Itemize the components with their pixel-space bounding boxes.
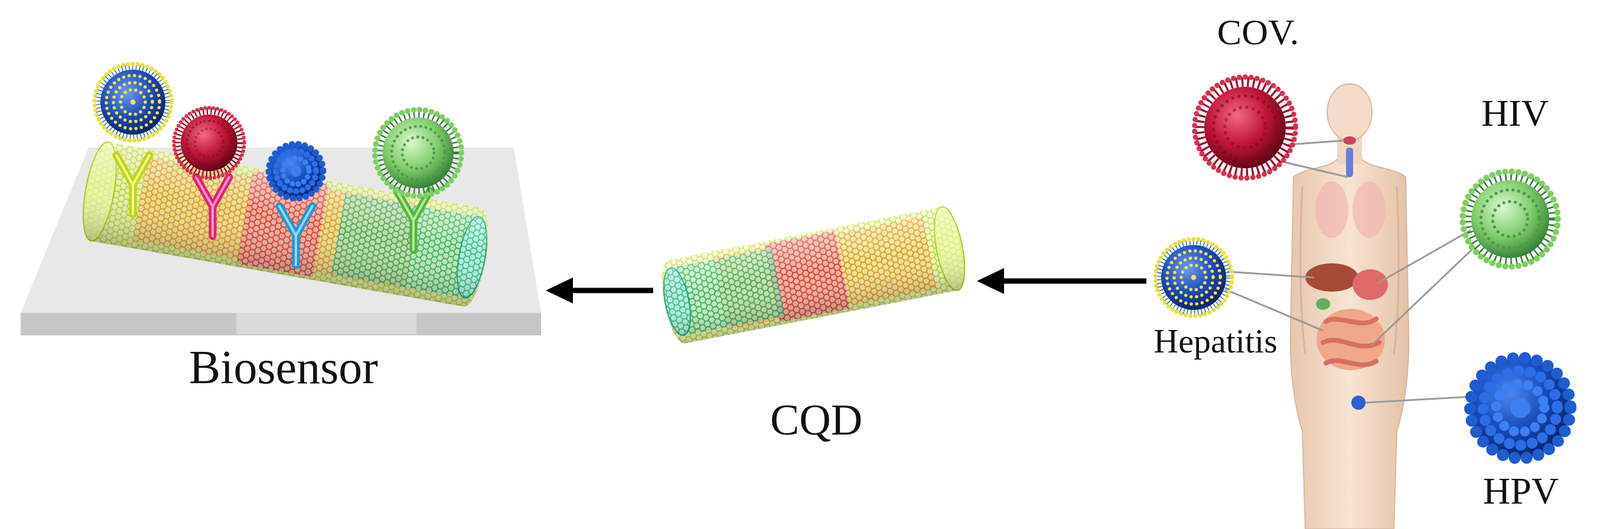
virus-icon — [1155, 76, 1571, 459]
illustration-node: Hepatitis — [1148, 239, 1288, 367]
node-label: CQD — [770, 395, 863, 446]
arrow-line — [567, 288, 654, 294]
node-label: HIV — [1481, 91, 1549, 136]
flow-arrow — [545, 277, 654, 304]
antibody — [116, 155, 150, 215]
bound-virus — [94, 63, 462, 199]
cqd-nanotube — [656, 204, 971, 346]
illustration-node: Biosensor — [17, 82, 544, 402]
arrow-head — [545, 277, 573, 304]
node-label: Hepatitis — [1153, 321, 1277, 362]
illustration-node: HIV — [1452, 88, 1572, 275]
leader-line — [1224, 140, 1474, 403]
arrow-head — [976, 268, 1005, 295]
antibody — [396, 190, 430, 250]
human-body — [1290, 83, 1409, 529]
node-label: HPV — [1483, 469, 1559, 514]
flow-arrow — [976, 268, 1147, 295]
node-label: Biosensor — [188, 340, 378, 395]
illustration-node: CQD — [655, 188, 975, 449]
illustration-node: COV. — [1190, 8, 1318, 187]
antibody — [279, 206, 313, 266]
illustration-node: HPV — [1458, 345, 1586, 517]
node-label: COV. — [1217, 11, 1299, 54]
antibody — [196, 177, 230, 237]
arrow-line — [998, 278, 1147, 285]
